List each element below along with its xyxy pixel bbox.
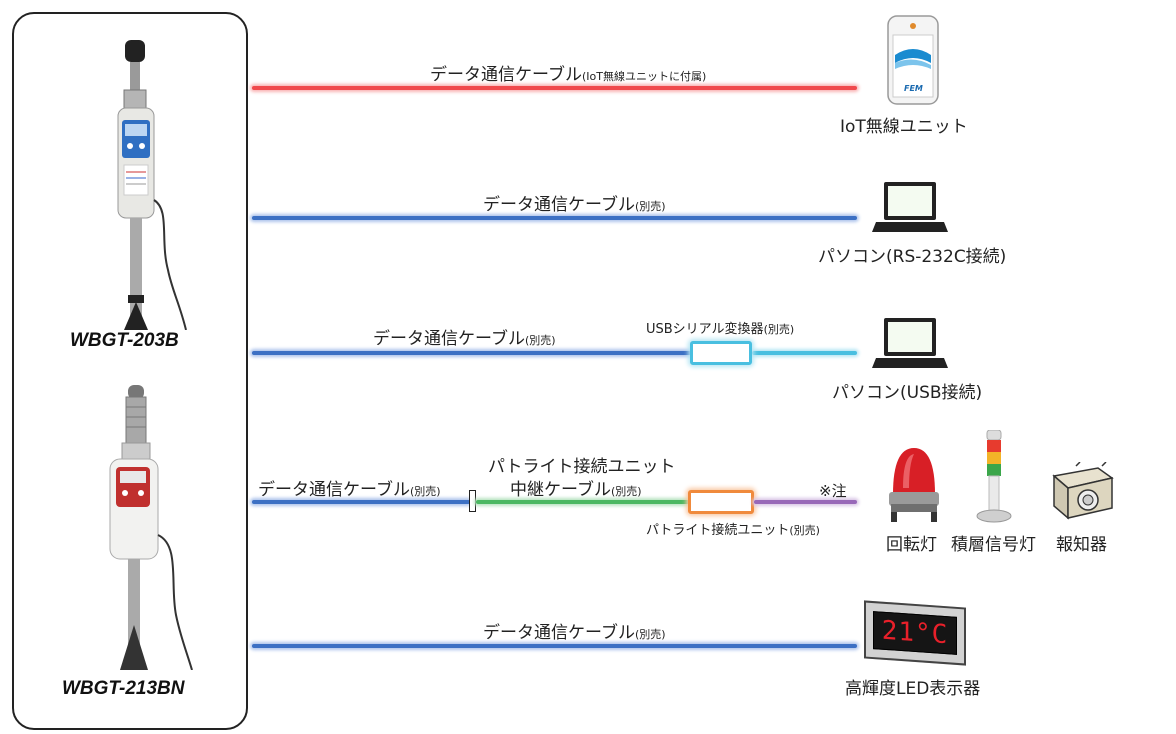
- rs232-cable-label-note: (別売): [634, 200, 666, 213]
- usb-converter-label-note: (別売): [763, 323, 795, 336]
- patlite-connection-unit-box: [688, 490, 754, 514]
- iot-wireless-unit-icon: [887, 15, 939, 105]
- relay-cable-label-line2-note: (別売): [610, 485, 642, 498]
- alarm-icon: [1052, 462, 1114, 520]
- led-data-cable: [252, 644, 857, 648]
- rs232-data-cable: [252, 216, 857, 220]
- usb-row-cable-label-main: データ通信ケーブル: [373, 329, 525, 349]
- iot-brand-logo: FEM: [904, 84, 923, 93]
- iot-data-cable: [252, 86, 857, 90]
- usb-serial-converter-box: [690, 341, 752, 365]
- alarm-label: 報知器: [1056, 535, 1107, 555]
- patlite-unit-label-note: (別売): [789, 524, 820, 537]
- wbgt-203b-device-image: [117, 40, 187, 330]
- signal-tower-icon: [976, 430, 1012, 523]
- pc-usb-label: パソコン(USB接続): [832, 383, 983, 403]
- device-panel: [12, 12, 248, 730]
- patlite-row-cable-label-main: データ通信ケーブル: [258, 480, 410, 500]
- patlite-row-cable-label: データ通信ケーブル(別売): [258, 475, 441, 500]
- relay-cable-label-line2: 中継ケーブル(別売): [510, 475, 642, 500]
- usb-converter-label: USBシリアル変換器(別売): [646, 318, 794, 337]
- led-cable-label: データ通信ケーブル(別売): [483, 618, 666, 643]
- model-name-bottom: WBGT-213BN: [62, 678, 185, 699]
- led-display-label: 高輝度LED表示器: [845, 679, 981, 699]
- usb-cable: [752, 351, 857, 355]
- iot-wireless-unit-label: IoT無線ユニット: [840, 117, 968, 137]
- model-name-top: WBGT-203B: [70, 330, 179, 351]
- usb-row-cable-label-note: (別売): [524, 334, 556, 347]
- output-cable: [754, 500, 857, 504]
- laptop-usb-icon: [872, 318, 948, 368]
- rs232-cable-label: データ通信ケーブル(別売): [483, 190, 666, 215]
- cable-connector: [469, 490, 476, 512]
- footnote-marker: ※注: [819, 482, 847, 500]
- patlite-unit-label-main: パトライト接続ユニット: [646, 523, 790, 538]
- relay-cable: [476, 500, 690, 504]
- iot-cable-label-note: (IoT無線ユニットに付属): [581, 70, 707, 83]
- led-display-reading: 21°C: [881, 615, 949, 651]
- patlite-unit-label: パトライト接続ユニット(別売): [646, 519, 820, 538]
- usb-row-data-cable: [252, 351, 692, 355]
- relay-cable-label-line1: パトライト接続ユニット: [488, 457, 676, 477]
- wbgt-213bn-device-image: [109, 385, 193, 670]
- led-cable-label-main: データ通信ケーブル: [483, 623, 635, 643]
- usb-row-cable-label: データ通信ケーブル(別売): [373, 324, 556, 349]
- iot-cable-label: データ通信ケーブル(IoT無線ユニットに付属): [430, 60, 706, 85]
- relay-cable-label-line2-main: 中継ケーブル: [510, 480, 611, 500]
- led-display-screen: 21°C: [873, 611, 957, 655]
- led-display-icon: 21°C: [864, 600, 966, 666]
- patlite-row-cable-label-note: (別売): [409, 485, 441, 498]
- usb-converter-label-main: USBシリアル変換器: [646, 322, 764, 337]
- pc-rs232-label: パソコン(RS-232C接続): [818, 247, 1007, 267]
- rotating-light-label: 回転灯: [886, 535, 937, 555]
- laptop-rs232-icon: [872, 182, 948, 232]
- led-cable-label-note: (別売): [634, 628, 666, 641]
- signal-tower-label: 積層信号灯: [951, 535, 1036, 555]
- rotating-light-icon: [889, 448, 939, 522]
- iot-cable-label-main: データ通信ケーブル: [430, 65, 582, 85]
- patlite-row-data-cable: [252, 500, 470, 504]
- rs232-cable-label-main: データ通信ケーブル: [483, 195, 635, 215]
